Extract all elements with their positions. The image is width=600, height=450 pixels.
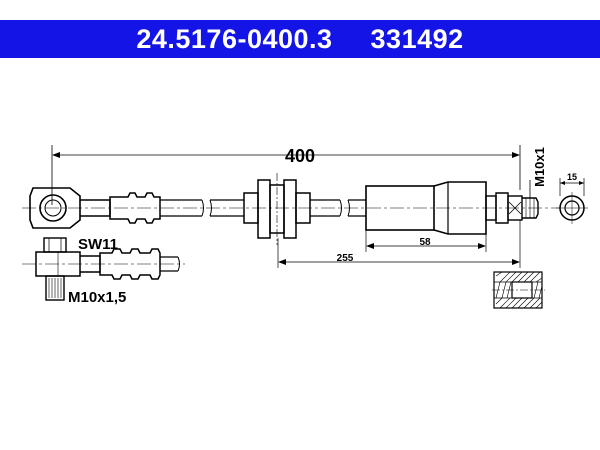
arrow-255-right-icon (512, 259, 520, 265)
sleeve-to-end-label: 255 (337, 253, 354, 264)
end-view (556, 178, 588, 224)
article-number: 331492 (370, 23, 464, 54)
arrow-right-icon (512, 152, 520, 158)
crimp-left (109, 192, 161, 224)
end-thread-label: M10x1 (532, 147, 547, 187)
part-number: 24.5176-0400.3 (136, 23, 333, 54)
banjo-thread-label: M10x1,5 (68, 289, 126, 306)
arrow-255-left-icon (278, 259, 286, 265)
end-fitting (485, 192, 539, 224)
sleeve-length-label: 58 (419, 237, 431, 248)
header-bar: 24.5176-0400.3 331492 (0, 20, 600, 58)
hose-left (160, 199, 244, 217)
end-diameter-label: 15 (567, 172, 577, 182)
hose-middle (310, 199, 366, 217)
arrow-58-left-icon (366, 243, 374, 249)
wrench-size-label: SW11 (78, 236, 118, 253)
arrow-58-right-icon (478, 243, 486, 249)
overall-length-label: 400 (285, 146, 315, 166)
banjo-side-view (22, 237, 185, 301)
mounting-bracket (243, 173, 311, 245)
section-detail (492, 271, 545, 309)
arrow-left-icon (52, 152, 60, 158)
